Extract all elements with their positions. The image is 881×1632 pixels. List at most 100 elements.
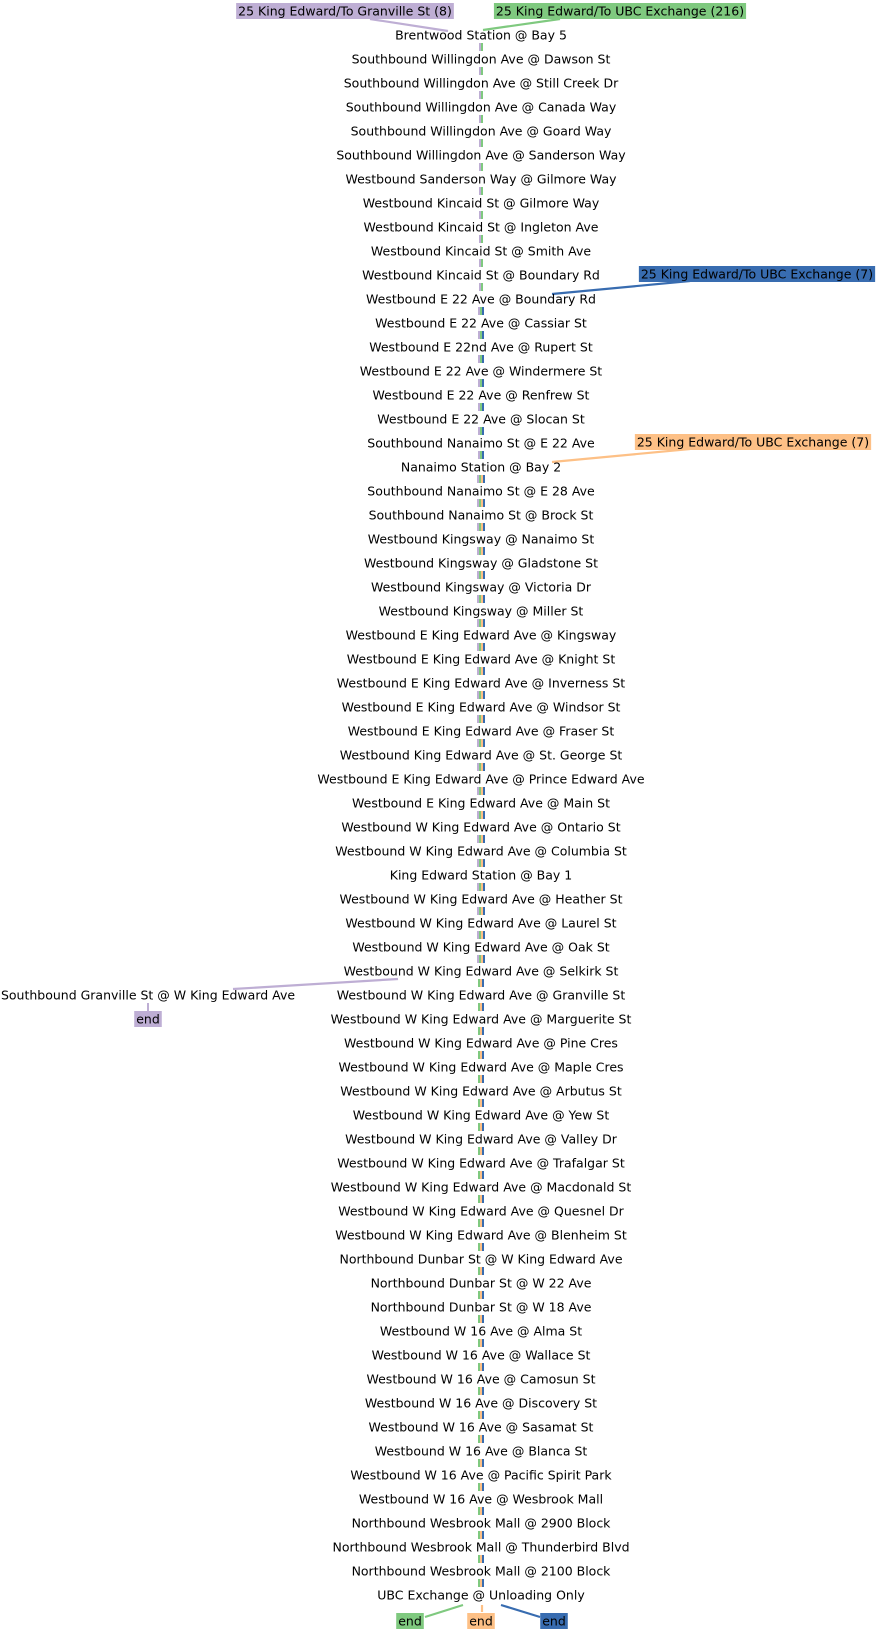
route-label-ubc-7-blue: 25 King Edward/To UBC Exchange (7) [638,266,876,282]
branch-stop-label: Southbound Granville St @ W King Edward … [1,988,295,1003]
stop-label: Westbound Kincaid St @ Gilmore Way [363,196,600,211]
stop-label: Westbound W King Edward Ave @ Pine Cres [344,1036,618,1051]
connector-end-blue [500,1603,541,1619]
stop-label: Southbound Willingdon Ave @ Canada Way [346,100,617,115]
end-marker-granville-8-text: end [136,1012,160,1027]
stop-label: Nanaimo Station @ Bay 2 [401,460,561,475]
end-marker-granville-8-box [134,1011,162,1027]
route-label-granville-8-text: 25 King Edward/To Granville St (8) [238,4,452,19]
stop-label: Westbound W King Edward Ave @ Heather St [339,892,622,907]
stop-label: Westbound Kincaid St @ Smith Ave [371,244,591,259]
stop-label: Westbound W King Edward Ave @ Ontario St [341,820,620,835]
connector-end-green [424,1603,464,1619]
end-marker-ubc-7-blue-text: end [542,1614,566,1629]
route-label-ubc-216: 25 King Edward/To UBC Exchange (216) [493,3,747,19]
stop-label: Southbound Nanaimo St @ E 28 Ave [367,484,595,499]
stop-label: Westbound King Edward Ave @ St. George S… [340,748,623,763]
connector-ubc-7-orange [551,447,691,464]
stop-label: Westbound E 22 Ave @ Windermere St [360,364,603,379]
stop-label: Westbound W King Edward Ave @ Arbutus St [340,1084,622,1099]
stop-label: Westbound W 16 Ave @ Alma St [380,1324,582,1339]
stop-label: Westbound Kingsway @ Gladstone St [364,556,598,571]
stop-label: Northbound Wesbrook Mall @ 2100 Block [352,1564,612,1579]
stop-label: Westbound E King Edward Ave @ Inverness … [337,676,625,691]
stop-label: Southbound Willingdon Ave @ Dawson St [352,52,611,67]
stop-label: Westbound W 16 Ave @ Camosun St [366,1372,595,1387]
stop-label: Westbound W 16 Ave @ Blanca St [375,1444,588,1459]
stop-label: Westbound Kincaid St @ Ingleton Ave [364,220,599,235]
stop-label: Westbound E King Edward Ave @ Kingsway [346,628,617,643]
stop-label: Southbound Willingdon Ave @ Sanderson Wa… [336,148,626,163]
stop-label: Westbound E King Edward Ave @ Windsor St [342,700,621,715]
end-marker-granville-8: end [134,1011,162,1027]
connector-ubc-7-blue [551,279,691,296]
stop-label: Westbound E 22 Ave @ Cassiar St [375,316,587,331]
route-label-boxes: 25 King Edward/To Granville St (8) 25 Kin… [134,3,876,1629]
route-label-ubc-7-blue-text: 25 King Edward/To UBC Exchange (7) [641,267,873,282]
route-label-ubc-7-orange-box [634,434,872,450]
stop-label: Westbound Kincaid St @ Boundary Rd [362,268,600,283]
stop-label: Westbound E King Edward Ave @ Prince Edw… [317,772,644,787]
stop-label: Northbound Dunbar St @ W King Edward Ave [339,1252,622,1267]
stop-labels: Southbound Granville St @ W King Edward … [1,28,645,1603]
stop-label: Westbound E King Edward Ave @ Main St [352,796,610,811]
stop-label: Westbound W King Edward Ave @ Oak St [352,940,609,955]
stop-label: Westbound Kingsway @ Victoria Dr [371,580,592,595]
stop-label: Westbound Kingsway @ Nanaimo St [368,532,595,547]
stop-label: Westbound W 16 Ave @ Wallace St [372,1348,591,1363]
stop-label: Westbound W King Edward Ave @ Yew St [353,1108,610,1123]
end-marker-ubc-7-orange-box [467,1613,495,1629]
end-marker-ubc-216-text: end [398,1614,422,1629]
stop-label: Westbound E 22 Ave @ Renfrew St [373,388,590,403]
connector-ubc-216 [482,17,561,32]
stop-label: Westbound W King Edward Ave @ Valley Dr [345,1132,618,1147]
stop-label: Westbound W King Edward Ave @ Granville … [337,988,626,1003]
end-marker-ubc-216: end [396,1613,424,1629]
stop-label: Westbound E 22nd Ave @ Rupert St [369,340,593,355]
end-marker-ubc-7-orange-text: end [469,1614,493,1629]
stop-label: Southbound Willingdon Ave @ Still Creek … [344,76,619,91]
stop-label: Southbound Nanaimo St @ E 22 Ave [367,436,595,451]
route-label-ubc-7-blue-box [638,266,876,282]
route-label-ubc-7-orange-text: 25 King Edward/To UBC Exchange (7) [637,435,869,450]
stop-label: Southbound Willingdon Ave @ Goard Way [351,124,612,139]
stop-label: Westbound W 16 Ave @ Sasamat St [369,1420,594,1435]
end-marker-ubc-7-orange: end [467,1613,495,1629]
stop-label: Northbound Dunbar St @ W 22 Ave [371,1276,592,1291]
stop-label: Westbound E 22 Ave @ Slocan St [377,412,585,427]
stop-label: Northbound Wesbrook Mall @ Thunderbird B… [332,1540,629,1555]
stop-label: Westbound E King Edward Ave @ Knight St [347,652,616,667]
stop-label: Westbound W King Edward Ave @ Columbia S… [335,844,627,859]
stop-label: Westbound E 22 Ave @ Boundary Rd [366,292,596,307]
stop-label: Westbound W 16 Ave @ Wesbrook Mall [359,1492,603,1507]
stop-label: Westbound Sanderson Way @ Gilmore Way [345,172,617,187]
stop-label: Westbound W King Edward Ave @ Trafalgar … [337,1156,625,1171]
stop-label: UBC Exchange @ Unloading Only [377,1588,585,1603]
route-label-granville-8-box [236,3,454,19]
route-edges [147,17,691,1619]
route-label-ubc-7-orange: 25 King Edward/To UBC Exchange (7) [634,434,872,450]
connector-branch-granville [232,977,399,991]
stop-label: Westbound W 16 Ave @ Pacific Spirit Park [350,1468,612,1483]
stop-label: Westbound W King Edward Ave @ Blenheim S… [335,1228,627,1243]
stop-label: Westbound W King Edward Ave @ Selkirk St [344,964,619,979]
stop-label: Westbound W King Edward Ave @ Marguerite… [331,1012,632,1027]
end-marker-ubc-216-box [396,1613,424,1629]
stop-label: Northbound Wesbrook Mall @ 2900 Block [352,1516,612,1531]
stop-label: Westbound W King Edward Ave @ Laurel St [345,916,616,931]
stop-label: Westbound W King Edward Ave @ Quesnel Dr [338,1204,624,1219]
stop-label: Brentwood Station @ Bay 5 [395,28,567,43]
end-marker-ubc-7-blue: end [540,1613,568,1629]
stop-label: Westbound Kingsway @ Miller St [379,604,584,619]
stop-label: Northbound Dunbar St @ W 18 Ave [371,1300,592,1315]
route-label-ubc-216-text: 25 King Edward/To UBC Exchange (216) [496,4,744,19]
stop-label: Westbound E King Edward Ave @ Fraser St [348,724,615,739]
stop-label: Southbound Nanaimo St @ Brock St [369,508,594,523]
end-marker-ubc-7-blue-box [540,1613,568,1629]
stop-label: Westbound W King Edward Ave @ Macdonald … [331,1180,632,1195]
route-label-granville-8: 25 King Edward/To Granville St (8) [236,3,454,19]
stop-label: Westbound W King Edward Ave @ Maple Cres [338,1060,623,1075]
stop-label: Westbound W 16 Ave @ Discovery St [365,1396,597,1411]
